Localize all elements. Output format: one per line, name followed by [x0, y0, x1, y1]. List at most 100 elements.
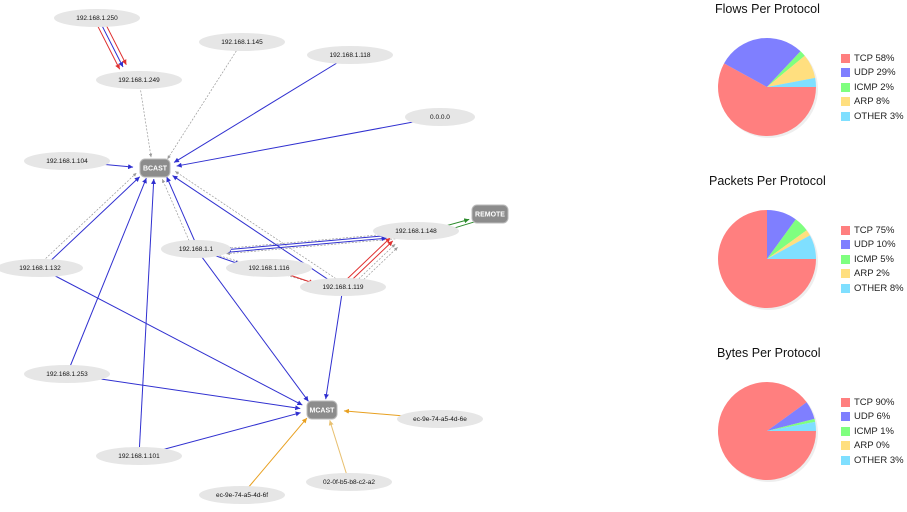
legend-label: ICMP 1%: [854, 425, 894, 437]
node-n119[interactable]: 192.168.1.119: [300, 278, 386, 296]
network-graph[interactable]: 192.168.1.250 192.168.1.249 192.168.1.145 1…: [0, 0, 700, 512]
node-label: 192.168.1.249: [118, 77, 160, 84]
legend-swatch: [841, 412, 850, 422]
pie-slice-icmp: [767, 51, 805, 87]
node-label: 192.168.1.118: [329, 52, 370, 59]
legend-swatch: [841, 269, 850, 279]
legend-swatch: [841, 53, 850, 63]
node-mac6e[interactable]: ec-9e-74-a5-4d-6e: [397, 410, 483, 428]
pie-chart: [718, 210, 818, 310]
legend-item: UDP 10%: [841, 238, 904, 253]
node-shape: [373, 222, 459, 240]
pie-slice-other: [767, 77, 816, 87]
node-label: MCAST: [310, 407, 336, 414]
node-label: BCAST: [143, 165, 168, 172]
node-n101[interactable]: 192.168.1.101: [96, 447, 182, 465]
node-n132[interactable]: 192.168.1.132: [0, 259, 83, 277]
edge-n253-bcast: [66, 177, 147, 375]
node-n0[interactable]: 0.0.0.0: [405, 108, 475, 126]
pie-slice-udp: [767, 210, 796, 259]
legend-swatch: [841, 111, 850, 121]
node-label: ec-9e-74-a5-4d-6e: [413, 416, 467, 423]
legend-item: ARP 2%: [841, 267, 904, 282]
edge-n132-bcast: [40, 176, 141, 270]
node-label: 192.168.1.148: [395, 228, 437, 235]
legend-label: UDP 10%: [854, 239, 896, 251]
legend-item: ICMP 5%: [841, 252, 904, 267]
legend-swatch: [841, 397, 850, 407]
pie-chart: [718, 382, 818, 482]
legend-item: UDP 29%: [841, 66, 904, 81]
edge-n119-n148: [340, 237, 391, 285]
node-mcast[interactable]: MCAST: [306, 400, 338, 420]
legend-item: OTHER 8%: [841, 281, 904, 296]
node-shape: [54, 9, 140, 27]
legend-swatch: [841, 283, 850, 293]
node-shape: [307, 46, 393, 64]
edge-n253-mcast: [66, 373, 301, 411]
legend-swatch: [841, 225, 850, 235]
node-label: 192.168.1.116: [248, 265, 289, 272]
node-label: 192.168.1.1: [179, 246, 214, 253]
legend-item: TCP 58%: [841, 51, 904, 66]
pie-slice-arp: [767, 230, 810, 259]
legend-item: ARP 8%: [841, 95, 904, 110]
pie-slice-icmp: [767, 219, 807, 259]
node-label: 192.168.1.119: [322, 284, 363, 291]
pie-chart: [718, 38, 818, 138]
node-shape: [96, 447, 182, 465]
node-n116[interactable]: 192.168.1.116: [226, 259, 312, 277]
edge-n250-n249: [94, 19, 121, 70]
node-label: 192.168.1.250: [76, 15, 118, 22]
pie-slice-udp: [767, 402, 815, 431]
node-n145[interactable]: 192.168.1.145: [199, 33, 285, 51]
pie-title: Bytes Per Protocol: [717, 346, 821, 360]
edge-n1-bcast: [166, 176, 199, 249]
pie-title: Packets Per Protocol: [709, 174, 826, 188]
node-remote[interactable]: REMOTE: [471, 204, 509, 224]
legend-swatch: [841, 426, 850, 436]
edge-n118-bcast: [173, 54, 351, 163]
node-label: 192.168.1.145: [221, 39, 263, 46]
node-n249[interactable]: 192.168.1.249: [96, 71, 182, 89]
legend-swatch: [841, 441, 850, 451]
node-n253[interactable]: 192.168.1.253: [24, 365, 110, 383]
node-n118[interactable]: 192.168.1.118: [307, 46, 393, 64]
node-bcast[interactable]: BCAST: [139, 158, 171, 178]
hub-shape: [139, 158, 171, 178]
hub-shape: [471, 204, 509, 224]
node-mac6f[interactable]: ec-9e-74-a5-4d-6f: [199, 486, 285, 504]
node-n250[interactable]: 192.168.1.250: [54, 9, 140, 27]
node-n1[interactable]: 192.168.1.1: [161, 240, 231, 258]
pie-legend: TCP 75%UDP 10%ICMP 5%ARP 2%OTHER 8%: [841, 223, 904, 296]
legend-item: OTHER 3%: [841, 453, 904, 468]
node-n148[interactable]: 192.168.1.148: [373, 222, 459, 240]
node-n104[interactable]: 192.168.1.104: [24, 152, 110, 170]
legend-label: UDP 6%: [854, 411, 891, 423]
node-label: ec-9e-74-a5-4d-6f: [216, 492, 268, 499]
legend-label: ICMP 2%: [854, 81, 894, 93]
node-label: 192.168.1.101: [118, 453, 160, 460]
node-shape: [199, 486, 285, 504]
pie-legend: TCP 58%UDP 29%ICMP 2%ARP 8%OTHER 3%: [841, 51, 904, 124]
node-label: REMOTE: [475, 211, 505, 218]
node-shape: [397, 410, 483, 428]
node-shape: [226, 259, 312, 277]
legend-label: TCP 90%: [854, 396, 895, 408]
edge-n119-mcast: [323, 286, 344, 400]
legend-label: ARP 2%: [854, 268, 890, 280]
legend-swatch: [841, 82, 850, 92]
pie-slice-udp: [724, 38, 801, 87]
node-label: 0.0.0.0: [430, 114, 450, 121]
legend-item: UDP 6%: [841, 410, 904, 425]
legend-label: ARP 8%: [854, 96, 890, 108]
legend-label: ARP 0%: [854, 440, 890, 452]
edge-mac6f-mcast: [241, 417, 308, 496]
node-shape: [96, 71, 182, 89]
node-mac02[interactable]: 02-0f-b5-b8-c2-a2: [306, 473, 392, 491]
edge-n249-bcast: [138, 79, 153, 158]
legend-item: ICMP 2%: [841, 80, 904, 95]
pie-slice-arp: [767, 55, 816, 87]
node-shape: [306, 473, 392, 491]
node-shape: [199, 33, 285, 51]
